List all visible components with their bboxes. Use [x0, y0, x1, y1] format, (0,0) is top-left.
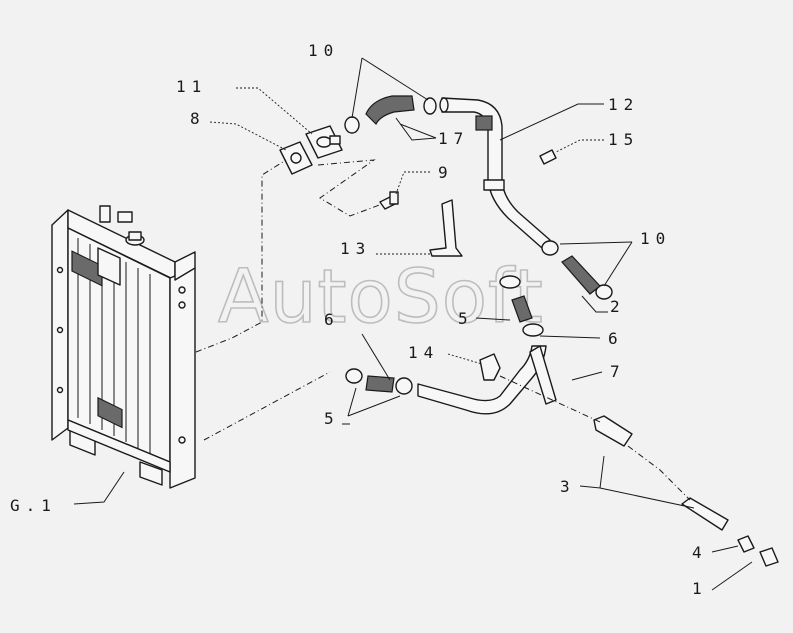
- part-3-tube: [681, 497, 729, 531]
- radiator-bottom-header: [67, 419, 171, 473]
- callout-1: 1: [692, 579, 708, 598]
- pipe-bracket-clip: [483, 179, 505, 191]
- screw-head: [389, 191, 399, 205]
- part-10-clamp: [541, 240, 559, 256]
- callout-4: 4: [692, 543, 708, 562]
- part-7-pipe: [417, 345, 547, 415]
- radiator-assembly: [51, 205, 196, 489]
- callout-9: 9: [438, 163, 454, 182]
- mount-hole: [56, 266, 64, 274]
- part-5-clamp: [395, 377, 413, 395]
- callout-13: 13: [340, 239, 371, 258]
- callout-12: 12: [608, 95, 639, 114]
- callout-10: 10: [308, 41, 339, 60]
- callout-17: 17: [438, 129, 469, 148]
- part-10-clamp: [344, 116, 360, 134]
- pipe-sleeve: [475, 115, 493, 131]
- pipe-end: [439, 97, 449, 113]
- part-15-screw: [539, 149, 557, 165]
- callout-5: 5: [324, 409, 340, 428]
- radiator-fins: [71, 238, 151, 454]
- radiator-left-tank: [51, 209, 69, 441]
- leader-lines: [73, 57, 753, 591]
- radiator-right-top: [174, 251, 196, 281]
- callout-2: 2: [610, 297, 626, 316]
- callout-7: 7: [610, 362, 626, 381]
- part-14-elbow: [479, 353, 501, 381]
- part-4-adapter: [737, 535, 755, 553]
- callout-15: 15: [608, 130, 639, 149]
- radiator-right-tank: [169, 267, 196, 489]
- callout-5: 5: [458, 309, 474, 328]
- mount-hole: [56, 326, 64, 334]
- part-1-drain-plug: [759, 547, 779, 567]
- callout-3: 3: [560, 477, 576, 496]
- callout-g1: G.1: [10, 496, 57, 515]
- callout-labels: 10 11 8 12 17 15 9 13 10 2 6 5 6 14 7 5 …: [10, 41, 708, 598]
- watermark: AutoSoft: [218, 254, 544, 340]
- radiator-foot: [139, 461, 163, 486]
- mount-hole: [178, 286, 186, 294]
- part-10-clamp: [595, 284, 613, 300]
- part-6-hose: [365, 375, 395, 393]
- part-2-hose: [561, 255, 601, 295]
- filler-neck: [128, 231, 142, 241]
- callout-10: 10: [640, 229, 671, 248]
- mount-hole: [178, 301, 186, 309]
- part-7-pipe-branch: [529, 345, 557, 405]
- inlet-pipe: [99, 205, 111, 223]
- part-5-clamp: [345, 368, 363, 384]
- inlet-pipe: [117, 211, 133, 223]
- part-5-clamp: [499, 275, 521, 289]
- flange-bore: [316, 136, 332, 148]
- part-17-hose: [365, 95, 415, 126]
- mount-hole: [56, 386, 64, 394]
- mount-hole: [178, 436, 186, 444]
- gasket-hole: [290, 152, 302, 164]
- assembly-lines: [195, 159, 691, 501]
- part-3-tube: [593, 415, 633, 447]
- callout-11: 11: [176, 77, 207, 96]
- callout-6: 6: [608, 329, 624, 348]
- flange-spigot: [329, 135, 341, 145]
- part-12-pipe: [441, 97, 551, 249]
- part-6-hose: [511, 295, 533, 323]
- radiator-bracket: [97, 247, 121, 286]
- callout-14: 14: [408, 343, 439, 362]
- callout-8: 8: [190, 109, 206, 128]
- callout-6: 6: [324, 310, 340, 329]
- part-10-clamp: [423, 97, 437, 115]
- part-13-bracket: [429, 199, 463, 257]
- part-5-clamp: [522, 323, 544, 337]
